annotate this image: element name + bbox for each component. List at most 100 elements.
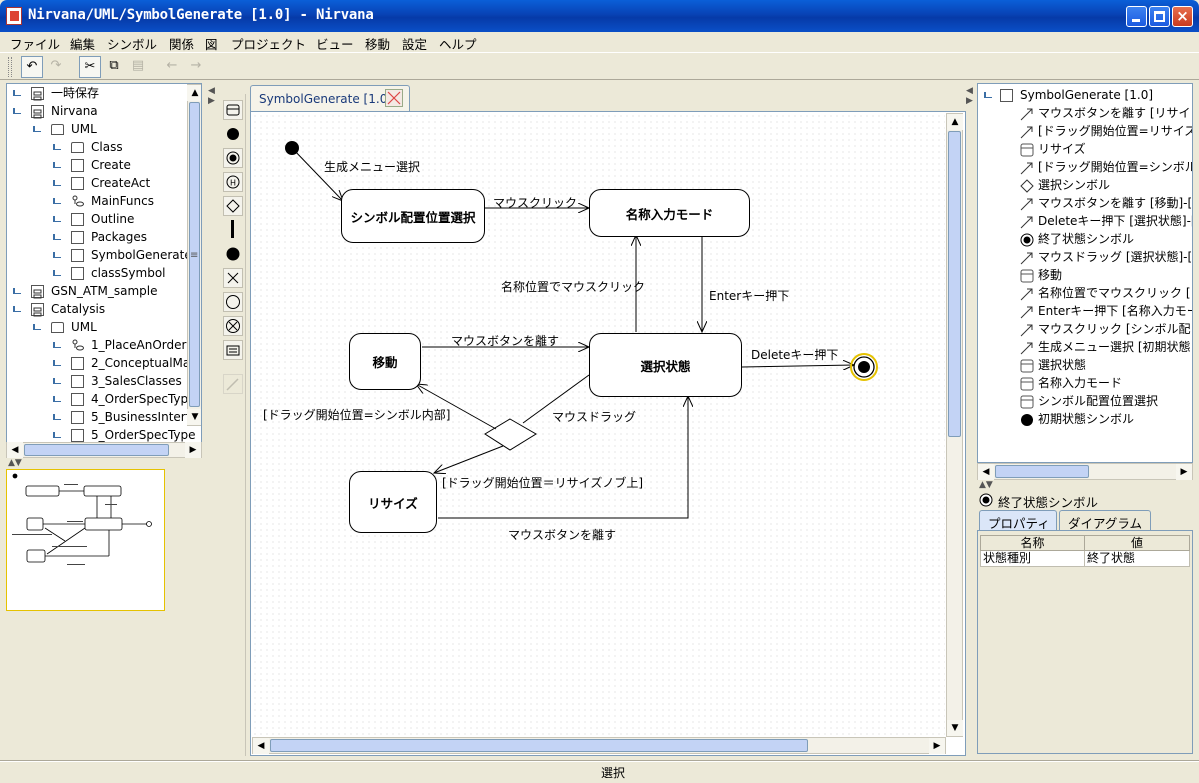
property-value[interactable]: 終了状態 bbox=[1084, 550, 1190, 567]
expand-handle-icon[interactable] bbox=[53, 270, 61, 276]
label-delete[interactable]: Deleteキー押下 bbox=[751, 348, 839, 362]
scroll-right-icon[interactable]: ▶ bbox=[1176, 464, 1192, 480]
maximize-button[interactable] bbox=[1149, 6, 1170, 27]
state-move[interactable]: 移動 bbox=[349, 333, 421, 390]
menu-view[interactable]: ビュー bbox=[316, 37, 354, 52]
scroll-right-icon[interactable]: ▶ bbox=[185, 442, 201, 458]
scroll-thumb[interactable] bbox=[270, 739, 808, 752]
copy-button[interactable]: ⧉ bbox=[109, 58, 119, 73]
label-mouse-drag[interactable]: マウスドラッグ bbox=[552, 410, 637, 424]
redo-button[interactable]: ↷ bbox=[50, 58, 62, 73]
canvas-horizontal-scrollbar[interactable]: ◀ ▶ bbox=[252, 737, 946, 754]
terminate-icon[interactable] bbox=[223, 268, 243, 288]
initial-state-icon[interactable] bbox=[223, 124, 243, 144]
header-value[interactable]: 値 bbox=[1084, 535, 1190, 551]
choice-icon[interactable] bbox=[223, 196, 243, 216]
label-release-move[interactable]: マウスボタンを離す bbox=[451, 334, 560, 348]
expand-handle-icon[interactable] bbox=[13, 90, 21, 96]
circle-icon[interactable] bbox=[223, 292, 243, 312]
header-name[interactable]: 名称 bbox=[980, 535, 1085, 551]
label-create-menu[interactable]: 生成メニュー選択 bbox=[324, 160, 421, 174]
expand-handle-icon[interactable] bbox=[53, 234, 61, 240]
toolbar-grip[interactable] bbox=[8, 57, 12, 77]
scroll-thumb[interactable] bbox=[24, 444, 169, 456]
collapse-left-icon[interactable]: ◀ bbox=[208, 86, 215, 96]
menu-symbol[interactable]: シンボル bbox=[107, 37, 158, 52]
expand-handle-icon[interactable] bbox=[53, 414, 61, 420]
menu-move[interactable]: 移動 bbox=[365, 37, 391, 52]
splitter-grip-icon[interactable]: ≡ bbox=[190, 250, 199, 261]
junction-icon[interactable] bbox=[223, 244, 243, 264]
paste-button[interactable]: ▤ bbox=[131, 58, 145, 73]
property-row[interactable]: 状態種別 終了状態 bbox=[980, 550, 1190, 567]
state-resize[interactable]: リサイズ bbox=[349, 471, 437, 533]
undo-button[interactable]: ↶ bbox=[21, 56, 43, 78]
label-release-resize[interactable]: マウスボタンを離す bbox=[508, 528, 617, 542]
back-button[interactable]: ← bbox=[166, 58, 178, 73]
expand-handle-icon[interactable] bbox=[53, 162, 61, 168]
menu-help[interactable]: ヘルプ bbox=[439, 37, 477, 52]
diagram-overview[interactable] bbox=[6, 469, 165, 611]
scroll-down-icon[interactable]: ▼ bbox=[947, 720, 963, 736]
scroll-up-icon[interactable]: ▲ bbox=[947, 114, 963, 130]
collapse-right-icon[interactable]: ◀ bbox=[966, 86, 973, 96]
tab-properties[interactable]: プロパティ bbox=[979, 510, 1057, 531]
expand-handle-icon[interactable] bbox=[53, 360, 61, 366]
splitter-arrows-icon[interactable]: ▲▼ bbox=[979, 480, 993, 490]
left-tree-horizontal-scrollbar[interactable]: ◀ ▶ bbox=[6, 442, 202, 458]
title-bar[interactable]: Nirvana/UML/SymbolGenerate [1.0] - Nirva… bbox=[0, 0, 1199, 32]
fork-bar-icon[interactable] bbox=[223, 220, 243, 240]
scroll-thumb[interactable] bbox=[995, 465, 1089, 478]
minimize-button[interactable] bbox=[1126, 6, 1147, 27]
splitter-arrows-icon[interactable]: ▲▼ bbox=[8, 458, 22, 468]
expand-handle-icon[interactable] bbox=[53, 252, 61, 258]
expand-handle-icon[interactable] bbox=[984, 92, 992, 98]
scroll-thumb[interactable] bbox=[948, 131, 961, 437]
menu-settings[interactable]: 設定 bbox=[402, 37, 428, 52]
menu-relation[interactable]: 関係 bbox=[169, 37, 195, 52]
label-drag-inside[interactable]: [ドラッグ開始位置=シンボル内部] bbox=[263, 408, 451, 422]
scroll-right-icon[interactable]: ▶ bbox=[929, 738, 945, 754]
tab-symbolgenerate[interactable]: SymbolGenerate [1.0] bbox=[250, 85, 410, 111]
tab-diagram[interactable]: ダイアグラム bbox=[1059, 510, 1151, 531]
label-drag-resize[interactable]: [ドラッグ開始位置＝リサイズノブ上] bbox=[442, 476, 644, 490]
expand-handle-icon[interactable] bbox=[53, 198, 61, 204]
menu-diagram[interactable]: 図 bbox=[205, 37, 218, 52]
expand-handle-icon[interactable] bbox=[53, 378, 61, 384]
label-enter[interactable]: Enterキー押下 bbox=[709, 289, 790, 303]
label-name-click[interactable]: 名称位置でマウスクリック bbox=[501, 280, 646, 294]
state-selected[interactable]: 選択状態 bbox=[589, 333, 742, 397]
element-tree[interactable]: SymbolGenerate [1.0] マウスボタンを離す [リサイ[ドラッグ… bbox=[977, 83, 1193, 463]
final-state-icon[interactable] bbox=[223, 148, 243, 168]
menu-edit[interactable]: 編集 bbox=[70, 37, 96, 52]
close-tab-icon[interactable] bbox=[385, 89, 403, 107]
expand-handle-icon[interactable] bbox=[53, 144, 61, 150]
cut-button[interactable]: ✂ bbox=[79, 56, 101, 78]
canvas-vertical-scrollbar[interactable]: ▲ ▼ bbox=[946, 113, 963, 737]
menu-file[interactable]: ファイル bbox=[10, 37, 61, 52]
right-tree-horizontal-scrollbar[interactable]: ◀ ▶ bbox=[977, 463, 1193, 480]
scroll-up-icon[interactable]: ▲ bbox=[187, 85, 201, 101]
scroll-left-icon[interactable]: ◀ bbox=[7, 442, 23, 458]
expand-handle-icon[interactable] bbox=[53, 396, 61, 402]
circled-x-icon[interactable] bbox=[223, 316, 243, 336]
expand-handle-icon[interactable] bbox=[13, 288, 21, 294]
expand-handle-icon[interactable] bbox=[53, 180, 61, 186]
expand-handle-icon[interactable] bbox=[33, 126, 41, 132]
state-icon[interactable] bbox=[223, 100, 243, 120]
expand-handle-icon[interactable] bbox=[53, 216, 61, 222]
expand-handle-icon[interactable] bbox=[13, 108, 21, 114]
history-icon[interactable]: H bbox=[223, 172, 243, 192]
scroll-thumb[interactable] bbox=[189, 102, 200, 407]
note-icon[interactable] bbox=[223, 340, 243, 360]
expand-handle-icon[interactable] bbox=[53, 342, 61, 348]
forward-button[interactable]: → bbox=[190, 58, 202, 73]
state-name-input[interactable]: 名称入力モード bbox=[589, 189, 750, 237]
diagram-canvas[interactable]: シンボル配置位置選択 名称入力モード 移動 選択状態 リサイズ 生成メニュー選択… bbox=[252, 113, 945, 737]
scroll-left-icon[interactable]: ◀ bbox=[253, 738, 269, 754]
close-button[interactable]: × bbox=[1172, 6, 1193, 27]
expand-handle-icon[interactable] bbox=[53, 432, 61, 438]
scroll-left-icon[interactable]: ◀ bbox=[978, 464, 994, 480]
scroll-down-icon[interactable]: ▼ bbox=[187, 409, 201, 425]
